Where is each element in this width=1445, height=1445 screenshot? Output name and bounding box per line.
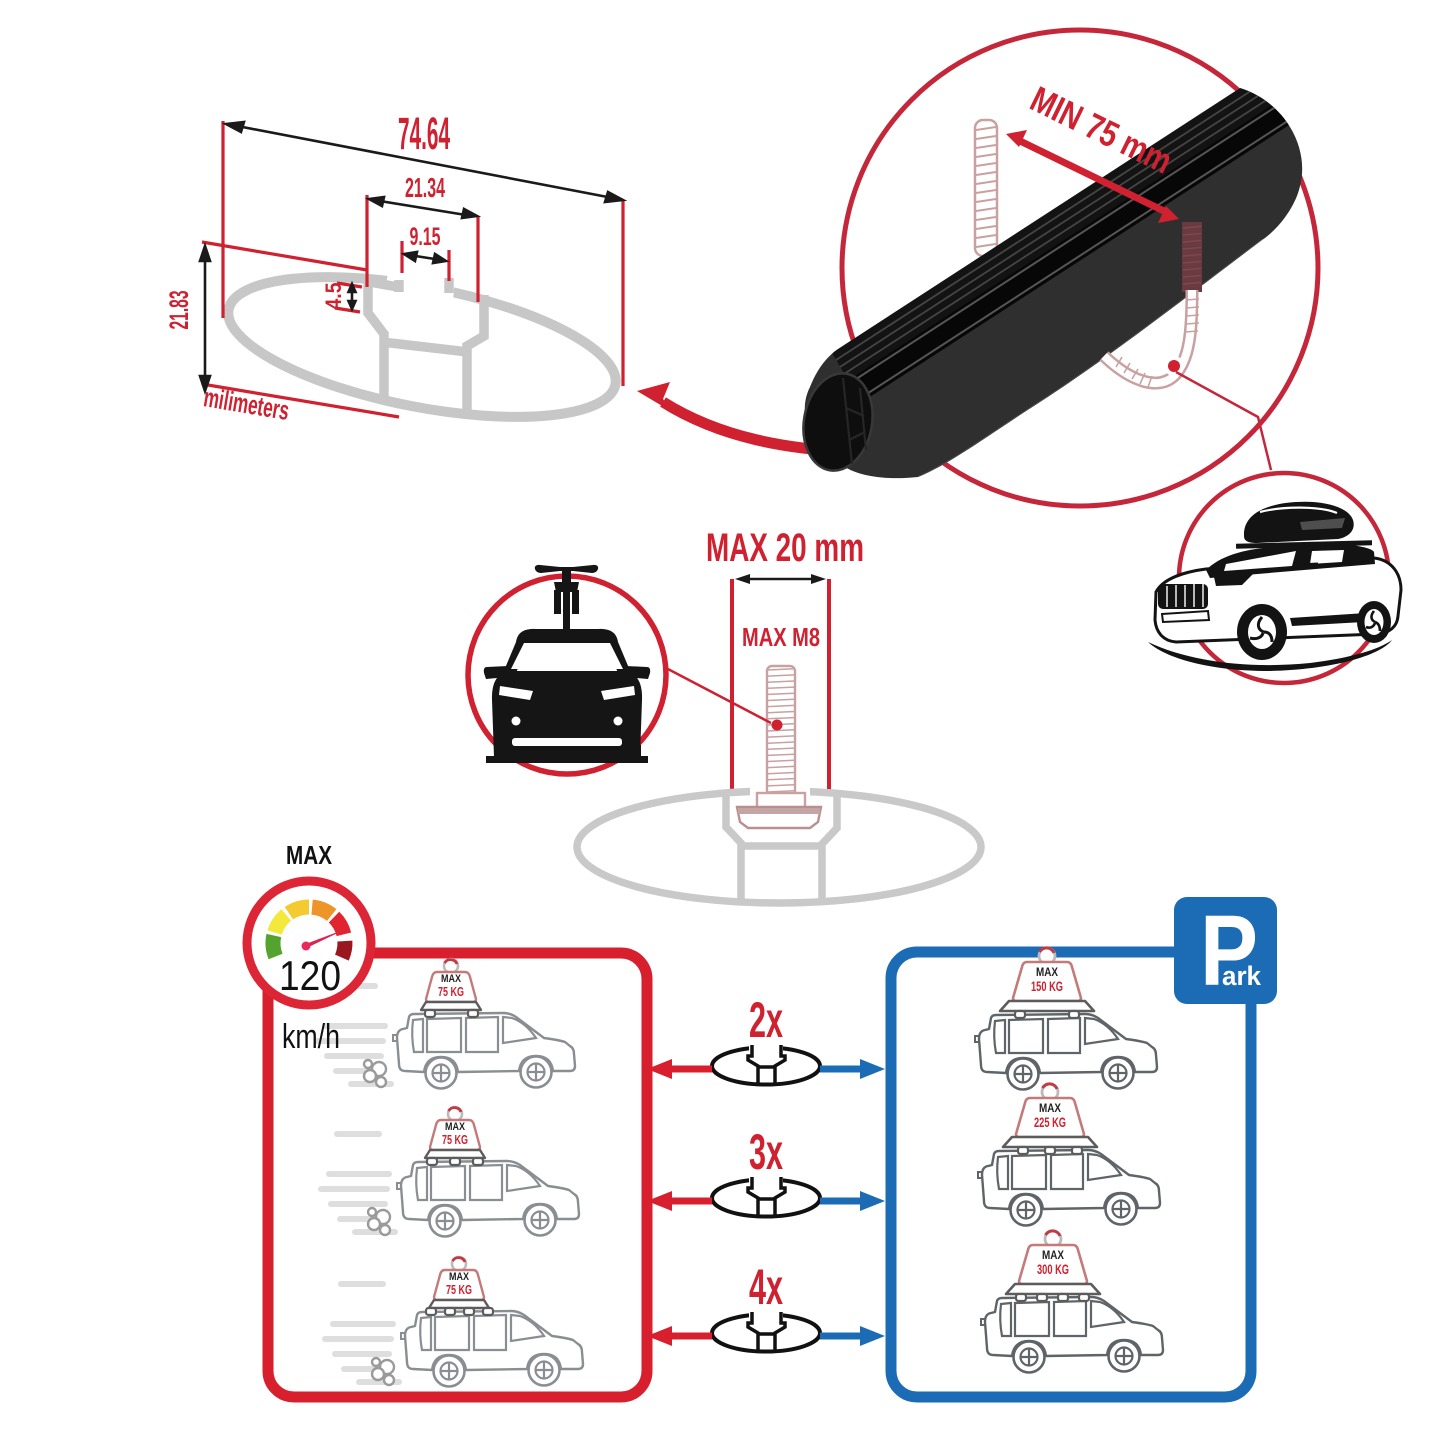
svg-text:2x: 2x [749,992,783,1048]
svg-text:ark: ark [1222,961,1262,991]
svg-text:225 KG: 225 KG [1034,1115,1066,1130]
svg-text:3x: 3x [749,1124,783,1180]
svg-text:MAX: MAX [445,1121,466,1133]
svg-text:9.15: 9.15 [410,223,441,251]
svg-text:120: 120 [279,952,341,999]
svg-text:MAX: MAX [1039,1101,1061,1115]
svg-text:km/h: km/h [282,1018,340,1056]
svg-text:21.83: 21.83 [164,291,194,330]
svg-text:MAX: MAX [286,840,333,870]
svg-text:74.64: 74.64 [398,108,450,159]
svg-text:4x: 4x [749,1259,783,1315]
svg-text:P: P [1200,895,1258,1007]
svg-text:MAX: MAX [1042,1248,1064,1262]
svg-text:MAX: MAX [441,973,462,985]
svg-text:MAX: MAX [449,1271,470,1283]
svg-text:75 KG: 75 KG [446,1282,472,1297]
svg-text:21.34: 21.34 [405,172,445,203]
svg-text:300 KG: 300 KG [1037,1262,1069,1277]
svg-text:75 KG: 75 KG [438,984,464,999]
svg-text:75 KG: 75 KG [442,1132,468,1147]
svg-text:MAX: MAX [1036,965,1058,979]
svg-text:150 KG: 150 KG [1031,979,1063,994]
svg-text:4.5: 4.5 [321,283,346,310]
svg-text:MAX M8: MAX M8 [742,622,820,652]
svg-text:MAX 20 mm: MAX 20 mm [706,526,864,570]
